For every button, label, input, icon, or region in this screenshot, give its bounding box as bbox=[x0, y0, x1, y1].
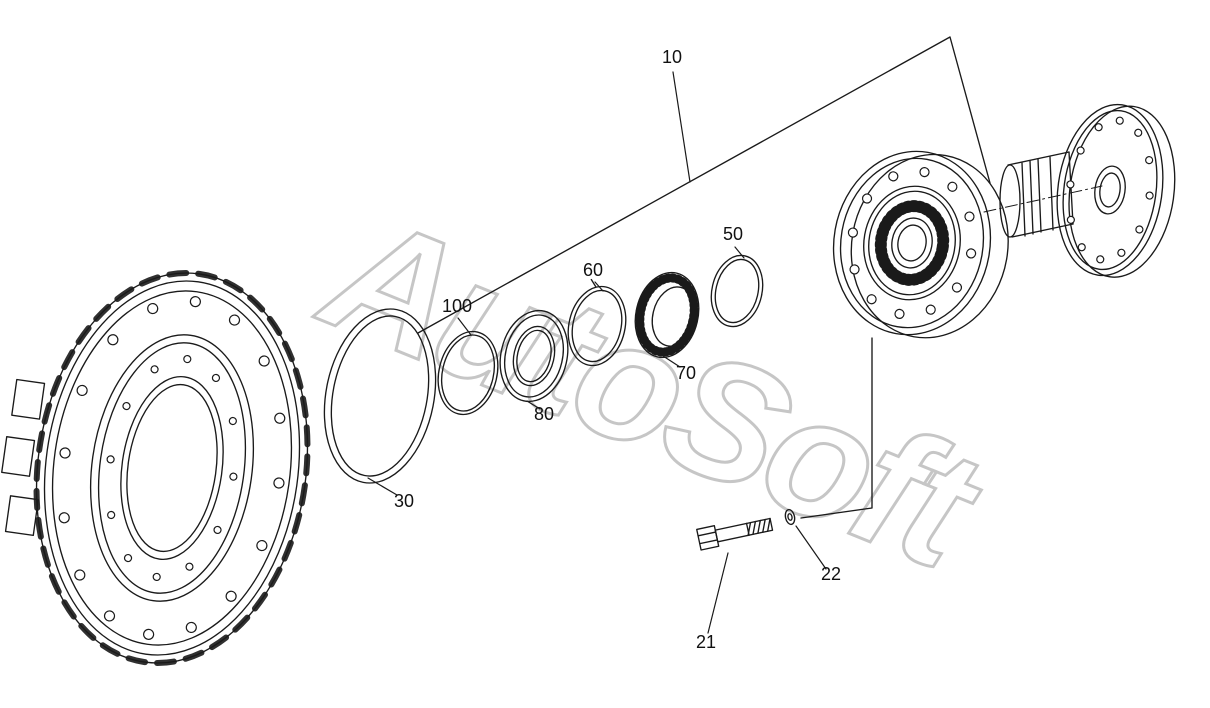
part-label-50: 50 bbox=[723, 224, 743, 244]
bearing-70 bbox=[634, 271, 700, 359]
leader-30 bbox=[367, 477, 398, 496]
ring-100 bbox=[437, 330, 499, 416]
leader-70 bbox=[659, 353, 681, 368]
output-shaft bbox=[983, 151, 1103, 238]
assembly-10-outline bbox=[417, 36, 991, 519]
leader-50 bbox=[734, 246, 745, 259]
part-labels: 10 50 60 100 70 80 30 22 21 bbox=[394, 47, 841, 652]
ring-60 bbox=[567, 278, 627, 367]
leader-lines bbox=[367, 71, 827, 634]
leader-10 bbox=[672, 71, 691, 183]
part-label-10: 10 bbox=[662, 47, 682, 67]
part-label-21: 21 bbox=[696, 632, 716, 652]
bolt-21 bbox=[696, 517, 774, 551]
part-label-70: 70 bbox=[676, 363, 696, 383]
part-label-80: 80 bbox=[534, 404, 554, 424]
washer-22 bbox=[784, 508, 796, 526]
part-label-22: 22 bbox=[821, 564, 841, 584]
leader-21 bbox=[707, 552, 729, 634]
transmission-housing-drawing bbox=[1, 270, 311, 666]
ring-50 bbox=[710, 254, 764, 328]
leader-80 bbox=[526, 400, 541, 410]
seal-80 bbox=[499, 309, 569, 403]
part-label-30: 30 bbox=[394, 491, 414, 511]
leader-100 bbox=[457, 317, 472, 336]
flange-drawing bbox=[1056, 103, 1176, 278]
part-label-100: 100 bbox=[442, 296, 472, 316]
watermark-text: AutoSoft bbox=[298, 175, 1005, 608]
hub-drum-assembly-10 bbox=[832, 150, 1009, 339]
o-ring-30 bbox=[323, 308, 437, 484]
leader-60 bbox=[594, 281, 604, 292]
leader-22 bbox=[795, 525, 827, 570]
part-label-60: 60 bbox=[583, 260, 603, 280]
